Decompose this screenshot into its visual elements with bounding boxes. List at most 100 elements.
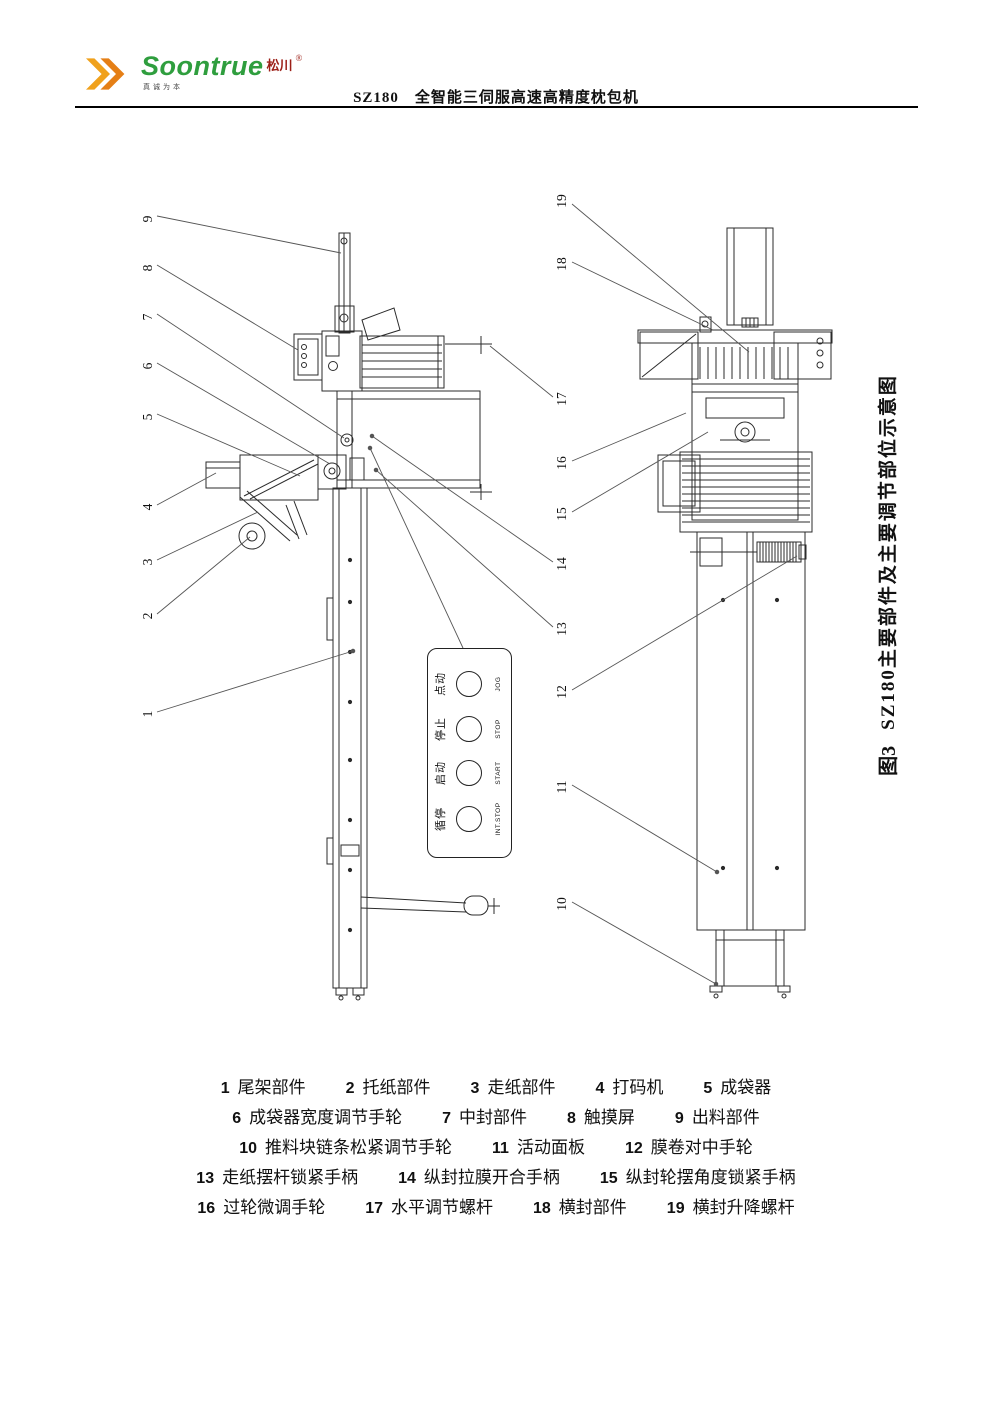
- part-label: 尾架部件: [237, 1077, 306, 1097]
- left-machine-view: [205, 232, 500, 1001]
- part-label: 走纸摆杆锁紧手柄: [222, 1167, 359, 1187]
- part-label: 纵封轮摆角度锁紧手柄: [625, 1167, 796, 1187]
- callout-number-16: 16: [554, 456, 569, 470]
- part-label: 托纸部件: [362, 1077, 431, 1097]
- figure-caption: 图3 SZ180主要部件及主要调节部位示意图: [868, 360, 904, 790]
- panel-button-label-cn: 点动: [435, 672, 447, 696]
- part-label: 触摸屏: [583, 1107, 635, 1127]
- document-title: SZ180 全智能三伺服高速高精度枕包机: [353, 90, 639, 106]
- part-label: 纵封拉膜开合手柄: [423, 1167, 560, 1187]
- legend-item: 14 纵封拉膜开合手柄: [398, 1163, 560, 1188]
- callout-leader-lines: [156, 203, 798, 987]
- part-label: 膜卷对中手轮: [650, 1137, 753, 1157]
- part-number: 7: [442, 1109, 451, 1127]
- part-label: 横封升降螺杆: [692, 1197, 795, 1217]
- part-number: 1: [220, 1079, 230, 1097]
- logo-text: Soontrue 松川 ® 真诚为本: [141, 52, 302, 92]
- callout-number-5: 5: [140, 413, 155, 421]
- part-number: 19: [666, 1199, 685, 1217]
- callout-number-2: 2: [140, 612, 155, 620]
- legend-row: 10 推料块链条松紧调节手轮 11 活动面板 12 膜卷对中手轮: [0, 1130, 992, 1160]
- legend-item: 12 膜卷对中手轮: [625, 1133, 753, 1158]
- part-number: 14: [398, 1169, 416, 1187]
- brand-tagline: 真诚为本: [143, 83, 183, 91]
- legend-item: 15 纵封轮摆角度锁紧手柄: [600, 1163, 796, 1188]
- legend-item: 8 触摸屏: [567, 1103, 635, 1128]
- callout-number-13: 13: [554, 622, 569, 636]
- legend-item: 5 成袋器: [703, 1073, 771, 1098]
- callout-number-14: 14: [554, 557, 569, 571]
- callout-number-7: 7: [140, 313, 155, 321]
- part-label: 成袋器: [720, 1077, 772, 1097]
- legend-item: 11 活动面板: [492, 1133, 585, 1158]
- part-label: 活动面板: [516, 1137, 585, 1157]
- callout-number-18: 18: [554, 257, 569, 271]
- callout-number-4: 4: [140, 503, 155, 511]
- brand-name-cn: 松川: [266, 58, 293, 73]
- part-label: 打码机: [612, 1077, 664, 1097]
- legend-item: 17 水平调节螺杆: [365, 1193, 493, 1218]
- part-label: 水平调节螺杆: [391, 1197, 493, 1217]
- part-label: 走纸部件: [487, 1077, 556, 1097]
- part-number: 12: [624, 1139, 643, 1157]
- callout-number-17: 17: [554, 392, 569, 406]
- part-number: 8: [567, 1109, 576, 1127]
- header-rule: [75, 106, 918, 108]
- panel-button-label-en: JOG: [494, 676, 502, 692]
- panel-button-label-cn: 启动: [435, 761, 447, 785]
- panel-leader-line: [367, 445, 464, 649]
- legend-item: 3 走纸部件: [471, 1073, 556, 1098]
- panel-button-label-cn: 循停: [435, 807, 447, 831]
- part-number: 15: [599, 1169, 618, 1187]
- panel-button-row-cycle-stop: 循停 INT.STOP: [428, 802, 511, 836]
- panel-button-row-stop: 停止 STOP: [428, 715, 511, 743]
- part-number: 11: [492, 1139, 509, 1157]
- callout-number-11: 11: [554, 780, 569, 794]
- soontrue-logo: Soontrue 松川 ® 真诚为本: [85, 52, 302, 92]
- part-label: 中封部件: [459, 1107, 527, 1127]
- cycle-stop-button: [456, 806, 482, 832]
- part-label: 出料部件: [691, 1107, 760, 1127]
- callout-number-12: 12: [554, 685, 569, 699]
- figure-caption-number: 图3: [877, 745, 900, 776]
- callout-number-10: 10: [554, 897, 569, 911]
- part-number: 3: [470, 1079, 480, 1097]
- part-number: 18: [533, 1199, 551, 1217]
- part-number: 9: [674, 1109, 684, 1127]
- callout-number-8: 8: [140, 264, 155, 272]
- right-machine-view: [637, 227, 833, 999]
- part-number: 10: [239, 1139, 258, 1157]
- figure-caption-title: SZ180主要部件及主要调节部位示意图: [877, 374, 899, 730]
- legend-item: 7 中封部件: [442, 1103, 527, 1128]
- panel-button-row-jog: 点动 JOG: [428, 670, 511, 698]
- part-label: 成袋器宽度调节手轮: [249, 1107, 403, 1127]
- panel-button-label-en: STOP: [494, 719, 502, 739]
- callout-number-3: 3: [140, 558, 155, 566]
- panel-button-label-en: INT.STOP: [494, 802, 502, 836]
- legend-item: 13 走纸摆杆锁紧手柄: [196, 1163, 358, 1188]
- legend-item: 9 出料部件: [675, 1103, 760, 1128]
- part-number: 5: [703, 1079, 713, 1097]
- callout-number-19: 19: [554, 194, 569, 208]
- legend-item: 10 推料块链条松紧调节手轮: [239, 1133, 452, 1158]
- part-number: 17: [365, 1199, 383, 1217]
- brand-name: Soontrue: [141, 51, 264, 81]
- start-button: [456, 760, 482, 786]
- part-number: 13: [196, 1169, 215, 1187]
- part-label: 推料块链条松紧调节手轮: [265, 1137, 453, 1157]
- legend-item: 1 尾架部件: [221, 1073, 306, 1098]
- part-label: 过轮微调手轮: [223, 1197, 326, 1217]
- registered-mark: ®: [295, 53, 303, 63]
- callout-number-9: 9: [140, 215, 155, 223]
- control-panel-detail: 点动 JOG 停止 STOP 启动 START 循停 INT.STOP: [427, 648, 512, 858]
